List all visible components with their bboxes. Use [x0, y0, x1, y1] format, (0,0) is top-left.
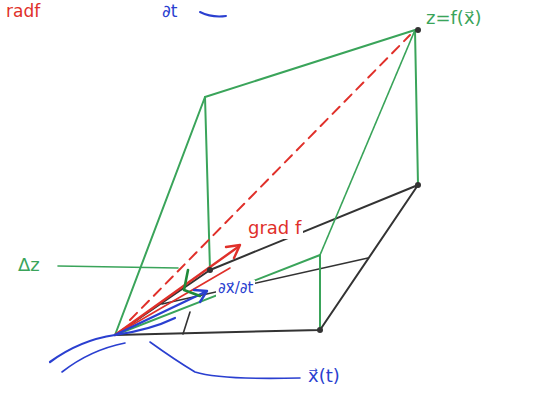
corner-dot	[415, 27, 421, 33]
leader-line	[58, 266, 178, 268]
base-tick	[183, 312, 190, 334]
gradient-arrowhead	[226, 245, 240, 258]
curve	[50, 318, 175, 362]
curve-label: x⃗(t)	[306, 366, 342, 387]
gradient-hatch	[115, 268, 230, 335]
base-plane	[115, 185, 418, 335]
tangent-label: ∂x⃗/∂t	[216, 280, 255, 297]
leader-line	[150, 342, 300, 378]
right-angle-mark	[184, 270, 200, 296]
surface-edge	[115, 30, 418, 335]
surface-label: z=f(x⃗)	[424, 8, 484, 29]
corner-dot	[317, 327, 323, 333]
formula-fragment: ∂t	[160, 2, 179, 22]
corner-dot	[207, 267, 213, 273]
formula-fragment: radf	[4, 2, 42, 22]
delta-label: Δz	[16, 255, 42, 276]
surface-edge	[320, 30, 415, 255]
gradient-label: grad f	[246, 218, 303, 239]
gradient-diagonal	[130, 35, 410, 320]
corner-dot	[415, 182, 421, 188]
tangent-arrow	[115, 292, 205, 335]
curve	[62, 343, 125, 372]
stroke-remnant	[200, 12, 226, 17]
